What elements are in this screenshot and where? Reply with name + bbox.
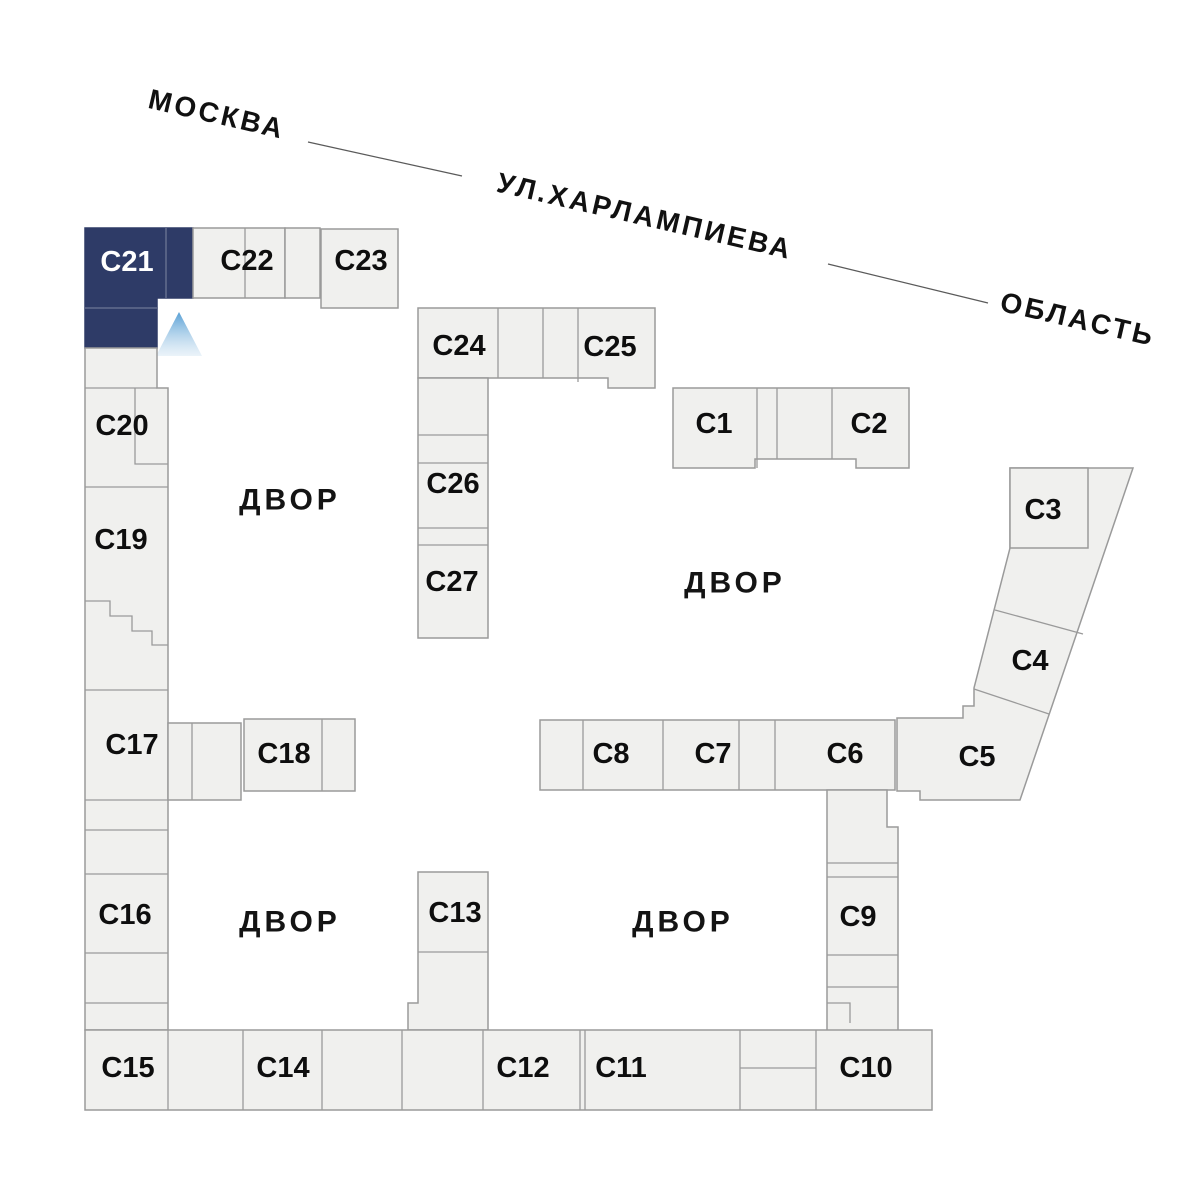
group-top-middle: С24 С25 С26 С27 <box>417 307 656 639</box>
group-east-wing: С3 С4 С5 <box>896 467 1135 801</box>
building-bottom-row[interactable] <box>84 1029 933 1111</box>
row-south: С15 С14 С12 С11 С10 <box>84 1029 933 1111</box>
group-c13: С13 <box>407 871 489 1031</box>
building-c6-c7-c8-row[interactable] <box>539 719 896 791</box>
courtyard-label: ДВОР <box>632 906 734 939</box>
building-east-wing[interactable] <box>896 467 1135 801</box>
building-section <box>284 227 321 299</box>
courtyard-label: ДВОР <box>239 906 341 939</box>
building-c26-c27-column[interactable] <box>417 377 489 639</box>
group-south-row: С8 С7 С6 С9 <box>539 719 899 1033</box>
building-c18[interactable] <box>243 718 356 792</box>
street-line-right <box>827 263 989 304</box>
courtyard-label: ДВОР <box>239 484 341 517</box>
street-label-city: МОСКВА <box>146 83 289 145</box>
courtyard-label: ДВОР <box>684 567 786 600</box>
section-stair-divider <box>85 600 168 646</box>
street-label-region: ОБЛАСТЬ <box>997 286 1158 352</box>
street-label-name: УЛ.ХАРЛАМПИЕВА <box>494 167 796 265</box>
building-section <box>84 347 169 1031</box>
group-c1-c2: С1 С2 <box>672 387 910 469</box>
row-northwest: С21 С22 С23 <box>84 227 399 349</box>
building-section <box>167 722 242 801</box>
building-c3[interactable] <box>1009 467 1089 549</box>
section-divider <box>827 1002 851 1023</box>
section-divider <box>134 388 168 465</box>
building-c24-c25-row[interactable] <box>417 307 656 389</box>
building-c1-c2-bar[interactable] <box>672 387 910 469</box>
building-c22[interactable] <box>192 227 286 299</box>
section-divider <box>994 609 1084 635</box>
street-line-left <box>307 141 463 177</box>
courtyard-labels: ДВОР ДВОР ДВОР ДВОР <box>239 484 786 939</box>
selected-building-marker <box>156 312 202 356</box>
section-divider <box>973 688 1050 715</box>
building-c9-column[interactable] <box>826 789 899 1033</box>
building-c13[interactable] <box>407 871 489 1031</box>
building-c23[interactable] <box>320 228 399 309</box>
